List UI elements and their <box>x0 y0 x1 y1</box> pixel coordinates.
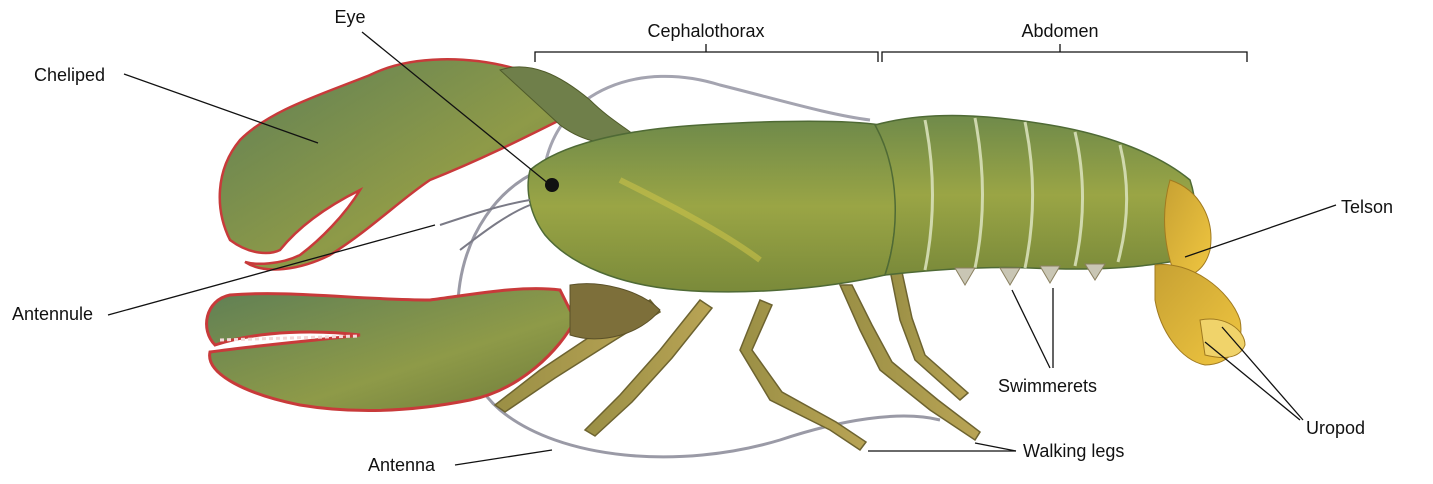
label-antennule: Antennule <box>12 305 93 323</box>
label-telson: Telson <box>1341 198 1393 216</box>
label-abdomen: Abdomen <box>1021 22 1098 40</box>
eye-dot <box>545 178 559 192</box>
label-cephalothorax: Cephalothorax <box>647 22 764 40</box>
walking-legs-shapes <box>495 270 980 450</box>
abdomen-shape <box>875 116 1195 285</box>
label-antenna: Antenna <box>368 456 435 474</box>
label-cheliped: Cheliped <box>34 66 105 84</box>
cephalothorax-shape <box>528 121 896 292</box>
label-eye: Eye <box>334 8 365 26</box>
label-swimmerets: Swimmerets <box>998 377 1097 395</box>
label-uropod: Uropod <box>1306 419 1365 437</box>
label-walking-legs: Walking legs <box>1023 442 1124 460</box>
